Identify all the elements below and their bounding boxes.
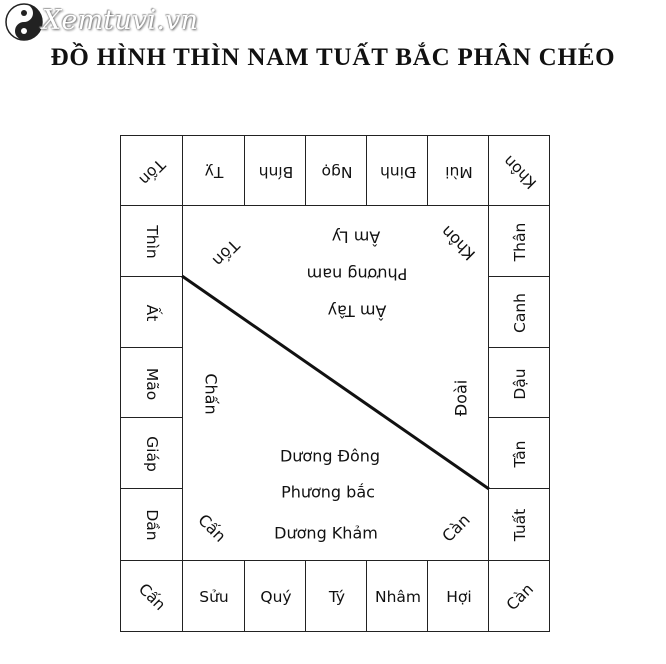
cell-label: Hợi [446, 588, 472, 606]
cell-top-4: Đinh [366, 135, 428, 206]
cell-bottom-6: Càn [488, 560, 550, 632]
cell-top-2: Bính [244, 135, 306, 206]
cell-left-4: Dần [120, 488, 183, 561]
cell-right-0: Thân [488, 205, 550, 277]
cell-label: Tý [328, 588, 346, 606]
inner-duong-dong-label: Dương Đông [279, 446, 381, 466]
cell-left-1: Ất [120, 276, 183, 348]
inner-phuong-bac-label: Phương bắc [281, 482, 375, 502]
inner-doai-label: Đoài [451, 379, 471, 417]
cell-bottom-3: Tý [305, 560, 367, 632]
cell-bottom-1: Sửu [182, 560, 245, 632]
cell-label: Quý [260, 588, 292, 606]
cell-label: Sửu [199, 588, 229, 606]
inner-chan-label: Chấn [201, 373, 221, 415]
logo-text: Xemtuvi.vn [42, 5, 199, 36]
cell-bottom-4: Nhâm [366, 560, 428, 632]
cell-left-2: Mão [120, 347, 183, 418]
inner-duong-kham-label: Dương Khảm [274, 523, 378, 543]
cell-right-2: Dậu [488, 347, 550, 418]
cell-label: Nhâm [374, 588, 422, 606]
page-title: ĐỒ HÌNH THÌN NAM TUẤT BẮC PHÂN CHÉO [50, 44, 616, 71]
site-logo: Xemtuvi.vn [4, 2, 254, 46]
cell-right-3: Tân [488, 417, 550, 489]
cell-top-6: Khôn [488, 135, 550, 206]
cell-right-4: Tuất [488, 488, 550, 561]
inner-am-ly-label: Âm Ly [331, 227, 381, 247]
cell-bottom-5: Hợi [427, 560, 489, 632]
cell-left-3: Giáp [120, 417, 183, 489]
yin-yang-icon [5, 3, 43, 41]
cell-bottom-2: Quý [244, 560, 306, 632]
inner-am-tay-label: Âm Tây [327, 301, 387, 321]
inner-phuong-nam-label: Phương nam [306, 264, 408, 284]
